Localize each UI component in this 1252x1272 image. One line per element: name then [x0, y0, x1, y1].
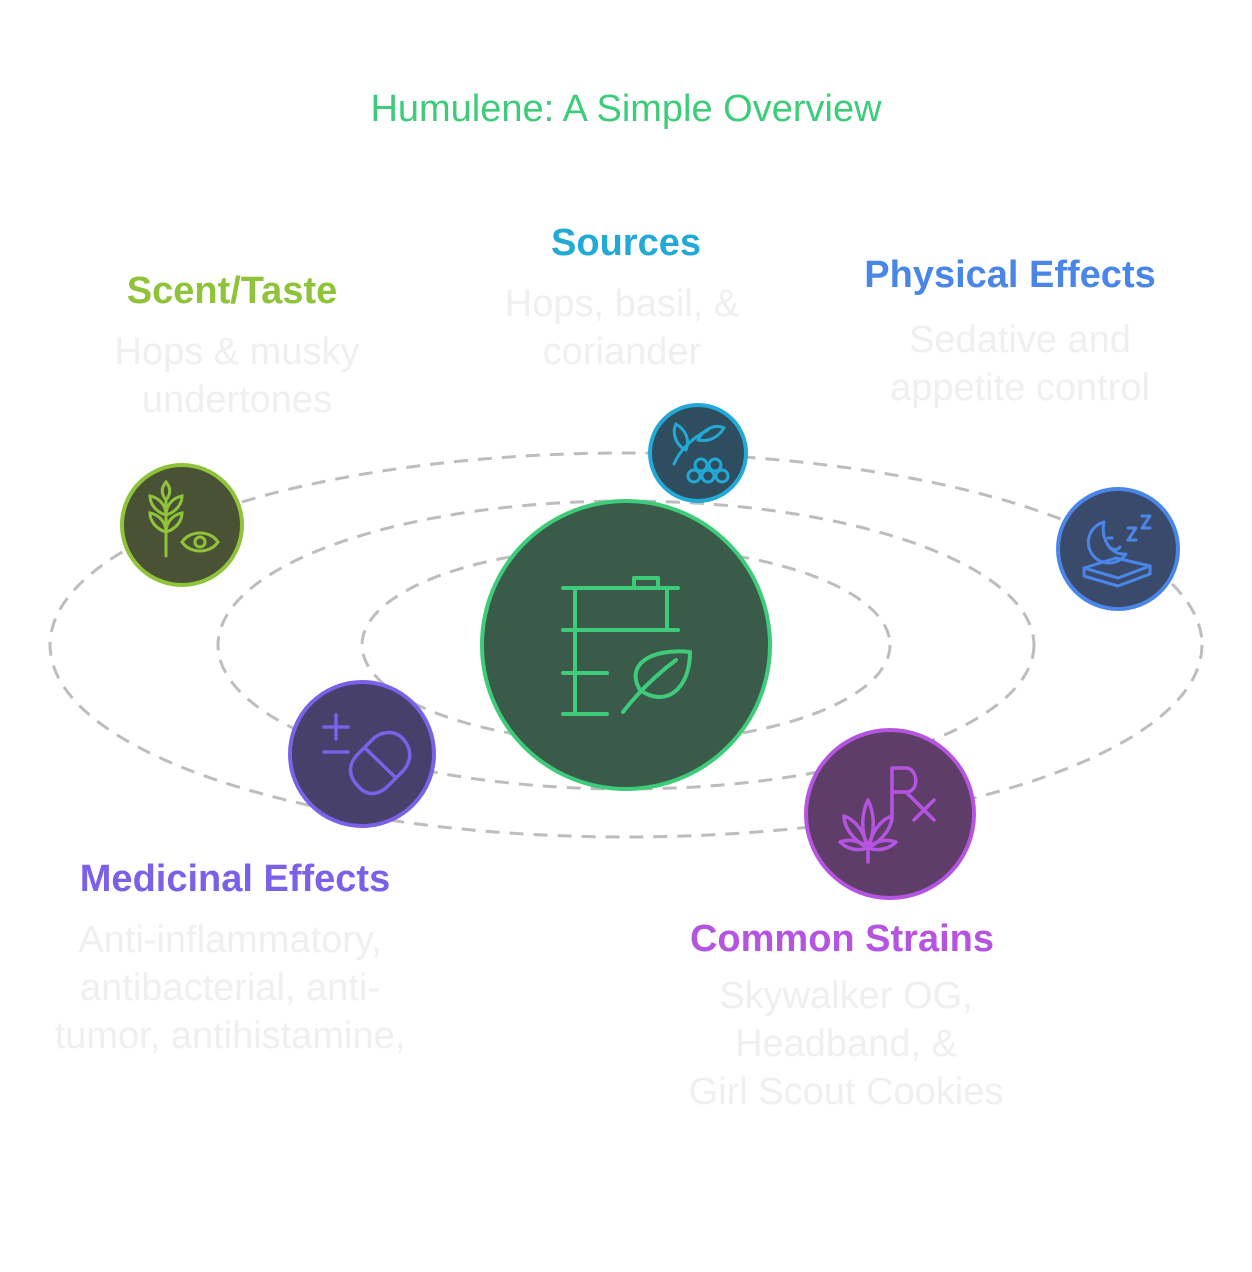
- sources-description: Hops, basil, & coriander: [452, 280, 792, 376]
- medicinal-description: Anti-inflammatory, antibacterial, anti- …: [20, 916, 440, 1060]
- scent-node: [120, 463, 244, 587]
- wheat-eye-icon: [148, 479, 220, 558]
- scent-description: Hops & musky undertones: [67, 328, 407, 424]
- physical-description: Sedative and appetite control: [850, 316, 1190, 412]
- strains-label: Common Strains: [689, 918, 995, 960]
- sources-line-1: Hops, basil, &: [504, 283, 740, 325]
- physical-line-2: appetite control: [890, 367, 1150, 409]
- scent-label: Scent/Taste: [126, 270, 338, 312]
- sources-circle: [648, 403, 748, 503]
- pill-plus-minus-icon: [322, 713, 412, 796]
- moon-sleep-icon: [1082, 514, 1152, 588]
- strains-description: Skywalker OG, Headband, & Girl Scout Coo…: [646, 972, 1046, 1116]
- strains-circle: [804, 728, 976, 900]
- center-node: [480, 499, 772, 791]
- page-title: Humulene: A Simple Overview: [370, 88, 882, 130]
- scent-line-2: undertones: [141, 379, 333, 421]
- medicinal-node: [288, 680, 436, 828]
- scent-circle: [120, 463, 244, 587]
- strains-line-3: Girl Scout Cookies: [688, 1071, 1004, 1113]
- sources-node: [648, 403, 748, 503]
- leaf-berries-icon: [672, 421, 730, 484]
- strains-node: [804, 728, 976, 900]
- strains-line-2: Headband, &: [735, 1023, 957, 1065]
- medicinal-line-3: tumor, antihistamine,: [54, 1015, 406, 1057]
- physical-label: Physical Effects: [864, 254, 1156, 296]
- barrel-leaf-icon: [561, 576, 692, 716]
- medicinal-label: Medicinal Effects: [79, 858, 391, 900]
- sources-label: Sources: [551, 222, 701, 264]
- medicinal-line-2: antibacterial, anti-: [80, 967, 380, 1009]
- strains-line-1: Skywalker OG,: [719, 975, 973, 1017]
- medicinal-line-1: Anti-inflammatory,: [78, 919, 382, 961]
- physical-node: [1056, 487, 1180, 611]
- sources-line-2: coriander: [542, 331, 702, 373]
- rx-cannabis-icon: [838, 766, 936, 864]
- outer-orbit: [48, 451, 1204, 839]
- medicinal-circle: [288, 680, 436, 828]
- scent-line-1: Hops & musky: [114, 331, 360, 373]
- physical-line-1: Sedative and: [909, 319, 1131, 361]
- center-circle: [480, 499, 772, 791]
